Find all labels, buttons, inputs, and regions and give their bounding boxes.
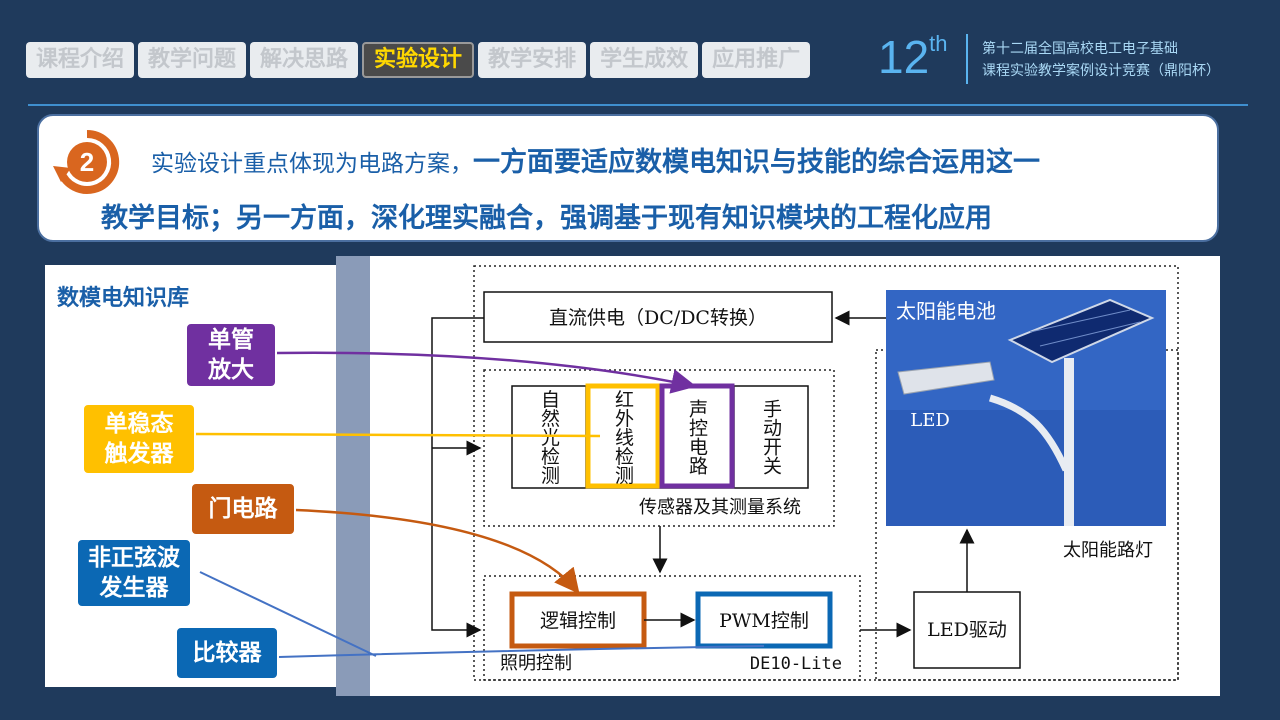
step-number: 2 [80,147,94,177]
knowledge-gate-circuit: 门电路 [190,482,296,536]
competition-title: 第十二届全国高校电工电子基础 课程实验教学案例设计竞赛（鼎阳杯） [982,41,1220,79]
tab-course-intro[interactable]: 课程介绍 [26,42,135,78]
tab-teaching-problems[interactable]: 教学问题 [138,42,247,78]
header-divider [28,104,1248,106]
knowledge-title: 数模电知识库 [57,286,190,311]
knowledge-comparator: 比较器 [175,626,279,680]
step-cycle-icon: 2 [53,129,120,194]
summary-banner: 2 实验设计重点体现为电路方案，一方面要适应数模电知识与技能的综合运用这一 教学… [37,114,1219,242]
banner-line-2: 教学目标；另一方面，深化理实融合，强调基于现有知识模块的工程化应用 [101,203,992,234]
badge-divider [966,34,968,84]
competition-number: 12th [878,30,948,83]
system-diagram-panel [370,256,1220,696]
tab-application[interactable]: 应用推广 [702,42,811,78]
tab-teaching-schedule[interactable]: 教学安排 [478,42,587,78]
knowledge-monostable-trigger: 单稳态触发器 [82,403,196,475]
tab-student-outcomes[interactable]: 学生成效 [590,42,699,78]
nav-tabs: 课程介绍 教学问题 解决思路 实验设计 教学安排 学生成效 应用推广 [26,42,811,78]
banner-line-1: 实验设计重点体现为电路方案，一方面要适应数模电知识与技能的综合运用这一 [151,147,1040,178]
tab-solution-ideas[interactable]: 解决思路 [250,42,359,78]
panel-3d-side [336,256,370,696]
knowledge-single-transistor-amp: 单管放大 [185,322,277,388]
tab-experiment-design[interactable]: 实验设计 [362,42,475,78]
knowledge-nonsinusoidal-generator: 非正弦波发生器 [76,538,192,608]
